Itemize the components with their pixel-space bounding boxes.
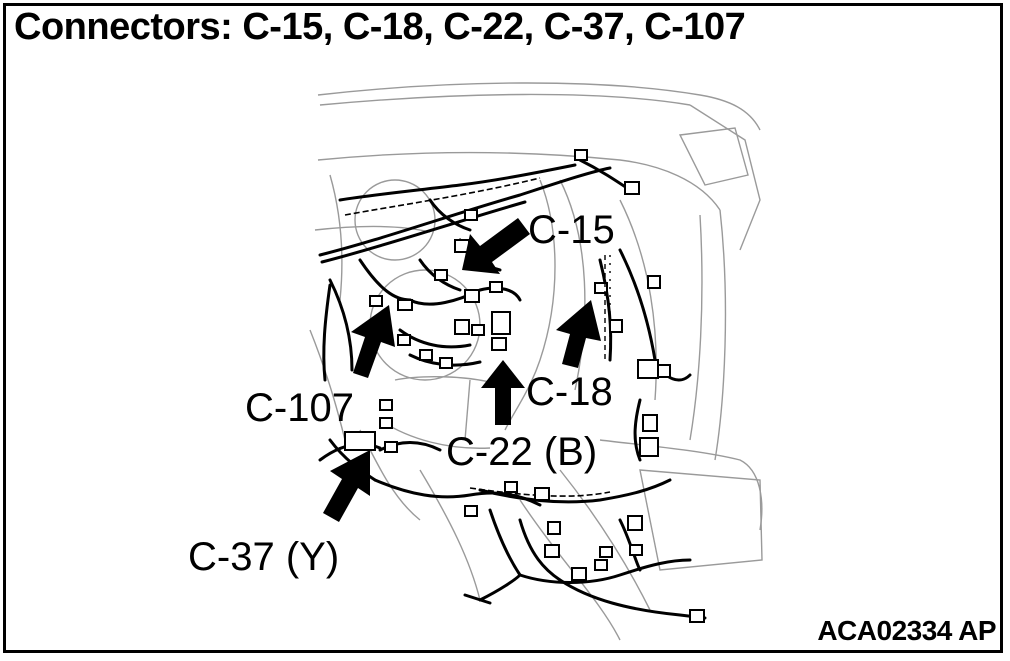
arrow-c18: [556, 300, 601, 368]
callout-label-c22: C-22 (B): [446, 430, 598, 474]
callout-label-c15: C-15: [528, 208, 615, 252]
small-connectors: [344, 149, 705, 623]
arrow-c107: [351, 305, 395, 378]
arrow-c37: [323, 450, 370, 522]
arrow-c15: [462, 218, 530, 274]
callout-arrows: [323, 218, 601, 522]
dashed-panel-edge: [604, 255, 611, 360]
callout-label-c18: C-18: [526, 370, 613, 414]
figure-code: ACA02334 AP: [817, 615, 996, 646]
callout-label-c37: C-37 (Y): [188, 535, 340, 579]
diagram-title: Connectors: C-15, C-18, C-22, C-37, C-10…: [14, 6, 746, 48]
arrow-c22: [481, 360, 525, 425]
callout-label-c107: C-107: [245, 386, 354, 430]
